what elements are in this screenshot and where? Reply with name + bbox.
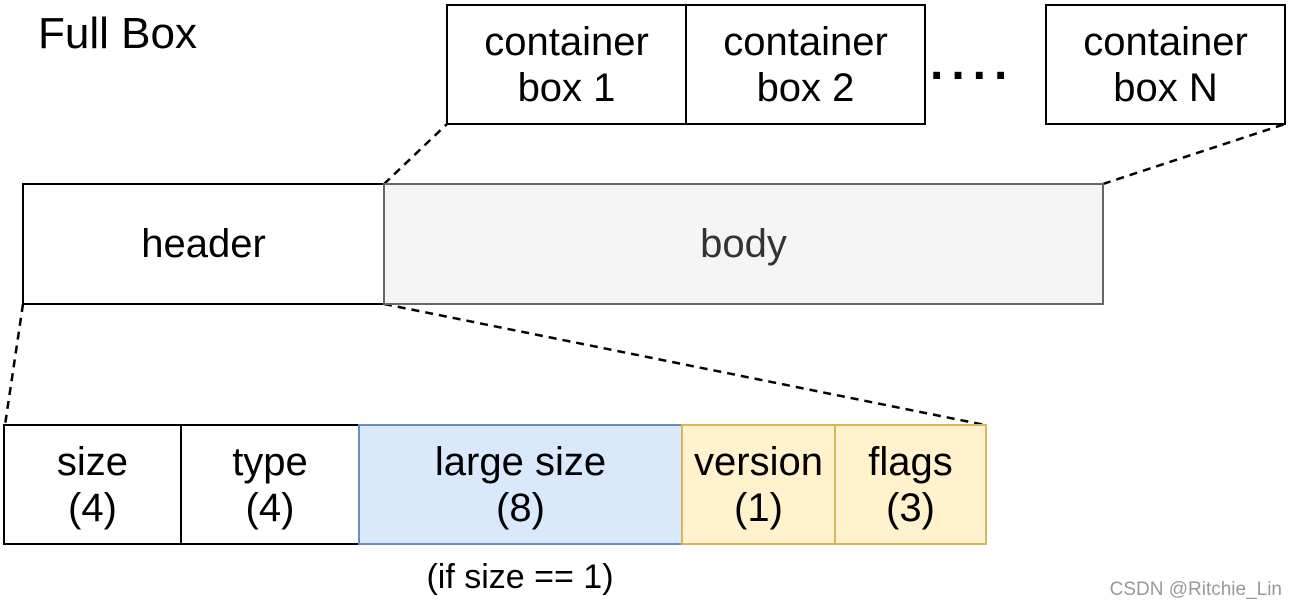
header-box: header xyxy=(22,183,385,305)
connector-body-to-container-right xyxy=(1102,122,1286,186)
diagram-title: Full Box xyxy=(38,9,197,58)
field-flags: flags (3) xyxy=(834,424,987,545)
container-box-1-line2: box 1 xyxy=(517,65,616,110)
field-flags-bytes: (3) xyxy=(886,485,935,530)
field-version: version (1) xyxy=(681,424,836,545)
field-version-bytes: (1) xyxy=(734,485,783,530)
field-type-bytes: (4) xyxy=(245,485,295,530)
watermark: CSDN @Ritchie_Lin xyxy=(1109,579,1282,600)
field-type: type (4) xyxy=(180,424,360,545)
container-box-2: container box 2 xyxy=(685,4,926,125)
container-box-2-line1: container xyxy=(723,19,888,64)
field-size-name: size xyxy=(56,439,129,484)
field-size: size (4) xyxy=(3,424,182,545)
field-type-name: type xyxy=(232,439,308,484)
field-large-size: large size (8) xyxy=(358,424,683,545)
body-box: body xyxy=(383,183,1104,305)
connector-header-to-fields-right xyxy=(383,302,986,427)
container-box-1-line1: container xyxy=(484,19,649,64)
connector-body-to-container-left xyxy=(383,123,448,185)
connector-header-to-fields-left xyxy=(3,303,25,426)
container-box-n-line1: container xyxy=(1083,19,1248,64)
field-size-bytes: (4) xyxy=(68,485,117,530)
large-size-note: (if size == 1) xyxy=(426,558,614,596)
container-box-n: container box N xyxy=(1045,4,1286,125)
header-label: header xyxy=(141,222,266,266)
field-large-size-name: large size xyxy=(434,439,607,484)
container-ellipsis: .... xyxy=(930,37,1016,90)
field-flags-name: flags xyxy=(868,439,953,484)
container-box-n-line2: box N xyxy=(1113,65,1218,110)
field-large-size-bytes: (8) xyxy=(496,485,545,530)
container-box-2-line2: box 2 xyxy=(756,65,855,110)
body-label: body xyxy=(700,222,787,266)
container-box-1: container box 1 xyxy=(446,4,687,125)
field-version-name: version xyxy=(694,439,823,484)
